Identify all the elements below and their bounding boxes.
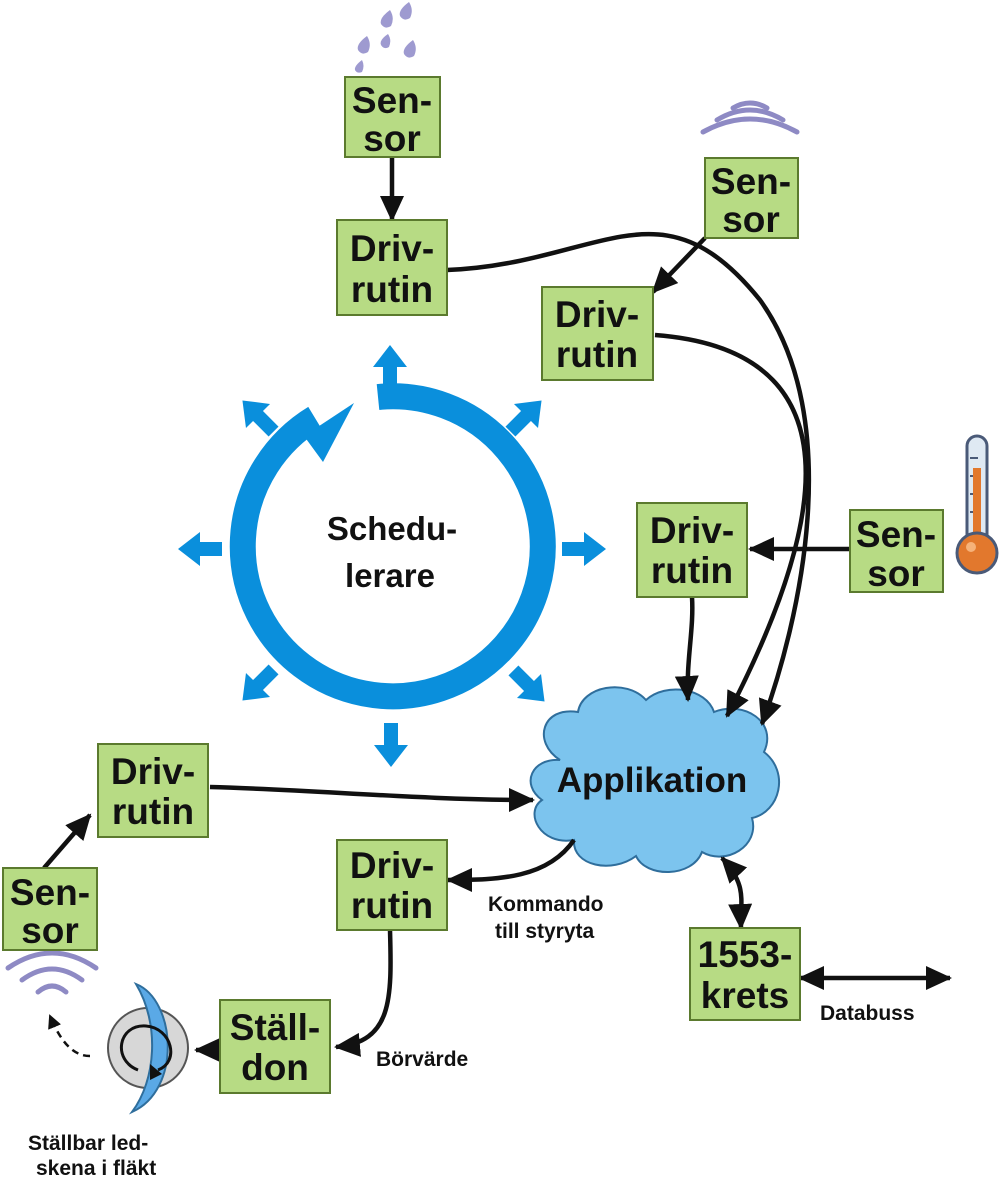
vane-label-line2: skena i fläkt	[36, 1157, 156, 1177]
sensor-box-top: Sen- sor	[344, 76, 441, 159]
svg-text:Ställ-: Ställ-	[230, 1007, 320, 1048]
svg-text:sor: sor	[363, 118, 421, 159]
svg-text:rutin: rutin	[556, 334, 638, 375]
svg-text:Driv-: Driv-	[650, 510, 734, 551]
wireless-signal-icon	[5, 950, 99, 995]
arrow-app-to-driver-bottom	[446, 838, 576, 892]
driver-box-top: Driv- rutin	[336, 219, 448, 316]
svg-text:Driv-: Driv-	[555, 294, 639, 335]
actuator-box: Ställ- don	[219, 999, 331, 1094]
arrow-app-chip-bidirectional	[720, 856, 753, 930]
command-label-line1: Kommando	[488, 893, 604, 916]
arrow-driver-mid-to-app	[674, 596, 699, 702]
fan-vane-icon	[107, 981, 189, 1115]
arrow-driver-right-to-app	[654, 332, 808, 718]
scheduler-label-line2: lerare	[345, 557, 435, 594]
scheduler-ring-arrowhead	[304, 403, 354, 462]
arrow-vane-airflow-dashed	[48, 1014, 91, 1058]
driver-box-mid: Driv- rutin	[636, 502, 748, 598]
svg-text:Driv-: Driv-	[350, 845, 434, 886]
svg-text:sor: sor	[722, 199, 780, 240]
arrow-sensor-to-driver-left	[42, 813, 92, 870]
svg-text:sor: sor	[21, 910, 79, 951]
scheduler-label-line1: Schedu-	[327, 510, 457, 547]
svg-text:don: don	[241, 1047, 309, 1088]
svg-text:Driv-: Driv-	[111, 751, 195, 792]
svg-text:rutin: rutin	[351, 885, 433, 926]
application-label: Applikation	[557, 761, 748, 800]
svg-text:Sen-: Sen-	[10, 872, 90, 913]
driver-box-right: Driv- rutin	[541, 286, 654, 381]
sensor-box-mid: Sen- sor	[849, 509, 944, 594]
svg-text:1553-: 1553-	[698, 934, 793, 975]
svg-text:Sen-: Sen-	[856, 514, 936, 555]
arrow-driver-left-to-app	[209, 784, 535, 812]
sensor-box-left: Sen- sor	[2, 867, 98, 951]
command-label-line2: till styryta	[495, 920, 595, 943]
application-cloud: Applikation	[529, 686, 780, 873]
sensor-box-right: Sen- sor	[704, 157, 799, 240]
scheduler-spoke-arrows	[178, 345, 606, 767]
thermometer-icon	[955, 434, 999, 575]
svg-text:Sen-: Sen-	[711, 161, 791, 202]
driver-box-bottom: Driv- rutin	[336, 839, 448, 931]
arrow-driver-top-to-app	[446, 231, 812, 726]
connectors	[42, 157, 952, 1062]
svg-text:rutin: rutin	[651, 550, 733, 591]
svg-text:rutin: rutin	[112, 791, 194, 832]
chip-1553-box: 1553- krets	[689, 927, 801, 1021]
rain-icon	[354, 2, 416, 73]
driver-box-left: Driv- rutin	[97, 743, 209, 838]
svg-text:Driv-: Driv-	[350, 228, 434, 269]
vane-label-line1: Ställbar led-	[28, 1132, 148, 1155]
svg-text:Sen-: Sen-	[352, 80, 432, 121]
scheduler: Schedu- lerare	[178, 345, 606, 767]
arrow-driver-bottom-to-actuator	[334, 929, 393, 1057]
svg-text:sor: sor	[867, 553, 925, 594]
scheduler-ring	[229, 383, 556, 710]
wireless-signal-icon	[700, 100, 800, 135]
svg-text:krets: krets	[701, 975, 789, 1016]
svg-text:rutin: rutin	[351, 269, 433, 310]
databus-label: Databuss	[820, 1002, 915, 1025]
setpoint-label: Börvärde	[376, 1048, 468, 1071]
